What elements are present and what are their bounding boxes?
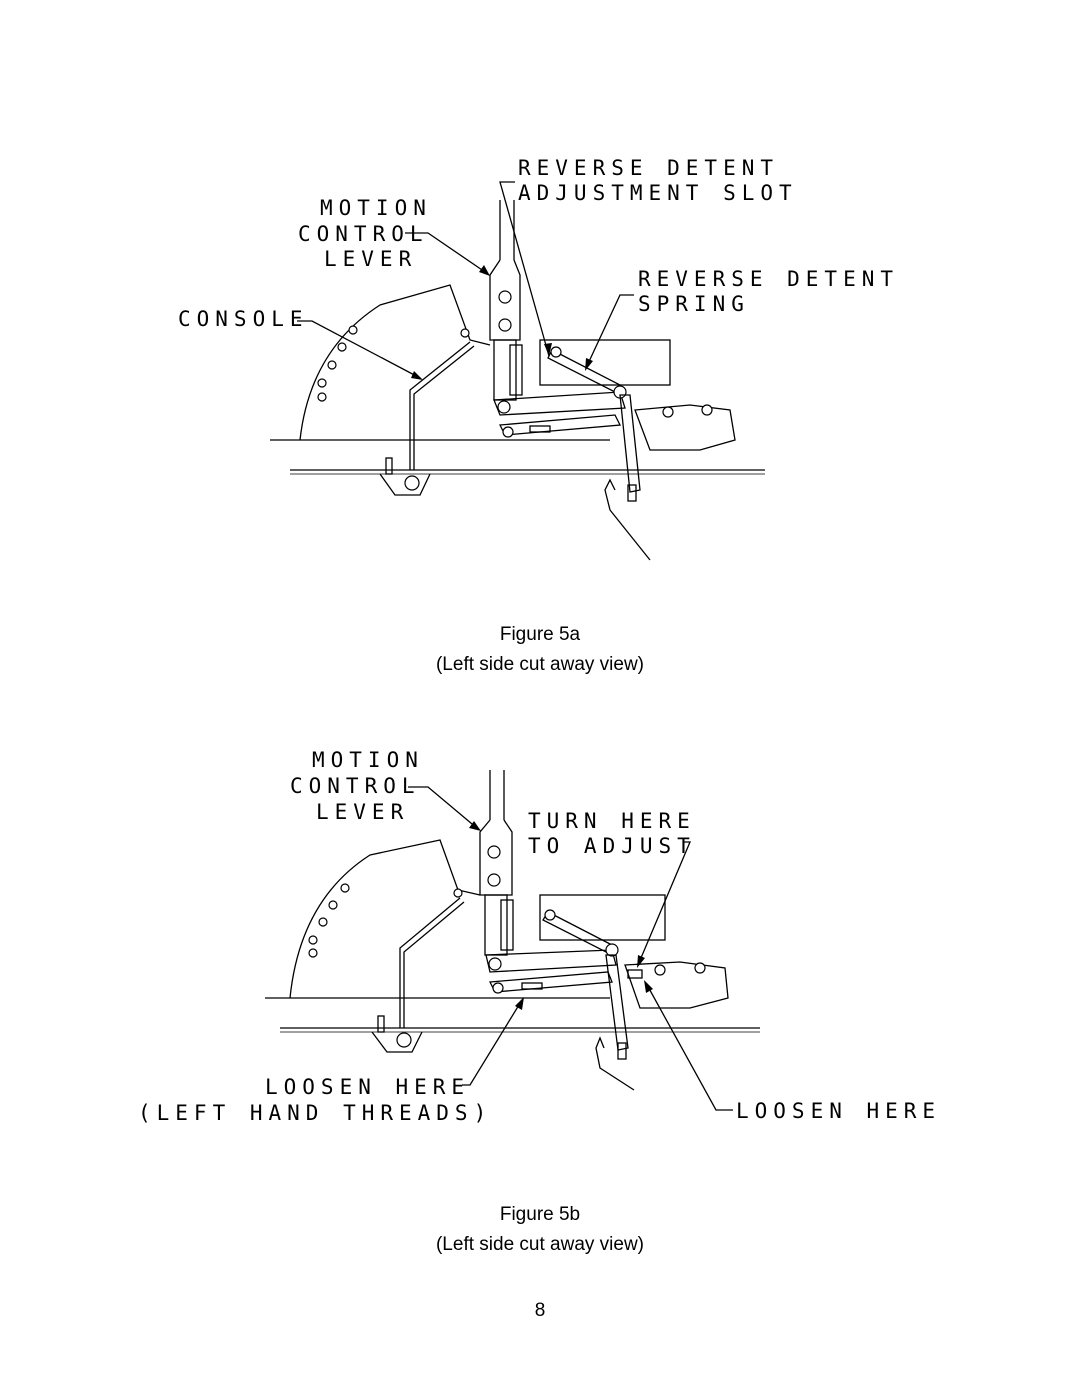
figure-5a-title: Figure 5a [499, 624, 581, 645]
label-control-line2: CONTROL [290, 774, 421, 798]
label-reverse-detent-spring-line1: REVERSE DETENT [638, 267, 899, 291]
leader-lines [297, 181, 634, 380]
frame-bracket [371, 1015, 423, 1053]
label-lever-line3: LEVER [324, 247, 417, 271]
console-panel [289, 839, 481, 1028]
figure-5b-title: Figure 5b [499, 1204, 581, 1225]
label-turn-here-line1: TURN HERE [528, 809, 696, 833]
label-motion-line1: MOTION [320, 196, 432, 220]
label-motion-line1: MOTION [312, 748, 424, 772]
figure-5a-diagram: REVERSE DETENT ADJUSTMENT SLOT MOTION CO… [0, 140, 1080, 580]
figure-5a-subtitle: (Left side cut away view) [435, 654, 645, 675]
frame-lines [270, 439, 765, 475]
motion-control-lever [489, 200, 523, 401]
label-reverse-detent-slot-line2: ADJUSTMENT SLOT [518, 181, 798, 205]
figure-5b-caption: Figure 5b (Left side cut away view) [0, 1200, 1080, 1260]
label-loosen-here-left-line2: (LEFT HAND THREADS) [138, 1101, 492, 1125]
page-number: 8 [534, 1300, 546, 1321]
label-control-line2: CONTROL [298, 222, 429, 246]
label-lever-line3: LEVER [316, 800, 409, 824]
figure-5b-diagram: MOTION CONTROL LEVER TURN HERE TO ADJUST… [0, 740, 1080, 1140]
label-reverse-detent-spring-line2: SPRING [638, 292, 750, 316]
linkage-assembly [493, 339, 736, 561]
frame-lines [265, 997, 760, 1033]
linkage-assembly [485, 894, 729, 1091]
frame-bracket [379, 457, 431, 496]
motion-control-lever [479, 770, 514, 956]
label-turn-here-line2: TO ADJUST [528, 834, 696, 858]
label-loosen-here-left-line1: LOOSEN HERE [265, 1075, 470, 1099]
figure-5a-caption: Figure 5a (Left side cut away view) [0, 620, 1080, 680]
label-loosen-here-right: LOOSEN HERE [736, 1099, 941, 1123]
console-panel [299, 284, 491, 470]
figure-5a-drawing: REVERSE DETENT ADJUSTMENT SLOT MOTION CO… [178, 156, 899, 561]
label-reverse-detent-slot-line1: REVERSE DETENT [518, 156, 779, 180]
figure-5b-subtitle: (Left side cut away view) [435, 1234, 645, 1255]
figure-5b-drawing: MOTION CONTROL LEVER TURN HERE TO ADJUST… [138, 748, 941, 1125]
label-console: CONSOLE [178, 307, 309, 331]
